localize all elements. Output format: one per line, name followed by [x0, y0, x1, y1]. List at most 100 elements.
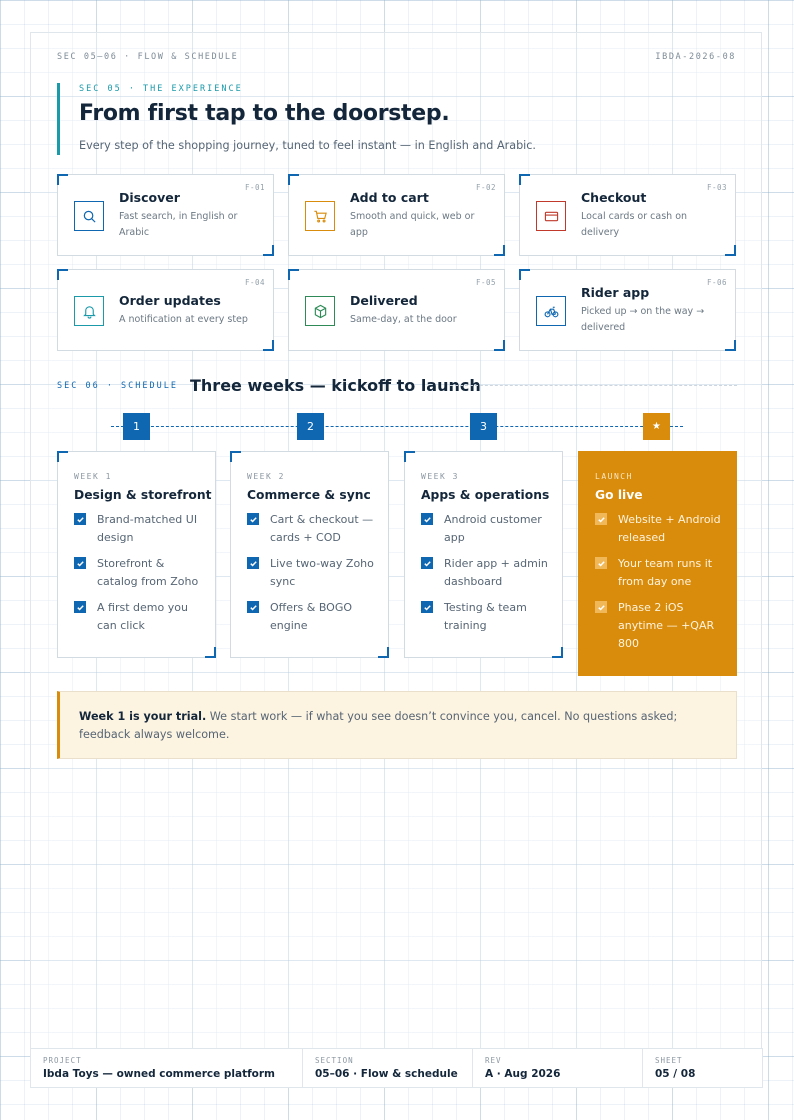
- week-label: WEEK 2: [247, 472, 285, 481]
- checklist-item: Your team runs it from day one: [595, 555, 736, 591]
- timeline-step-2: 2: [297, 413, 324, 440]
- footer-value: A · Aug 2026: [485, 1068, 561, 1080]
- feature-code: F-06: [706, 278, 727, 287]
- checkbox-icon: [74, 513, 86, 525]
- experience-kicker: SEC 05 · THE EXPERIENCE: [79, 84, 243, 94]
- checklist-item-text: Website + Android released: [618, 513, 721, 544]
- feature-desc: Same-day, at the door: [350, 313, 457, 325]
- package-icon: [305, 296, 335, 326]
- footer-value: Ibda Toys — owned commerce platform: [43, 1068, 275, 1080]
- feature-code: F-03: [706, 183, 727, 192]
- checklist-item-text: Live two-way Zoho sync: [270, 557, 374, 588]
- feature-card-order-updates: F-04 Order updates A notification at eve…: [57, 269, 274, 351]
- checklist-item-text: Testing & team training: [444, 601, 527, 632]
- footer-key: SECTION: [315, 1056, 354, 1065]
- footer-sheet: SHEET 05 / 08: [643, 1049, 762, 1087]
- checkbox-icon: [247, 557, 259, 569]
- checklist-item: Cart & checkout — cards + COD: [247, 511, 388, 547]
- bell-icon: [74, 296, 104, 326]
- week-label: LAUNCH: [595, 472, 633, 481]
- checkbox-icon: [595, 557, 607, 569]
- page-title: From first tap to the doorstep.: [79, 101, 450, 126]
- footer-value: 05 / 08: [655, 1068, 696, 1080]
- trial-note: Week 1 is your trial. We start work — if…: [57, 691, 737, 759]
- checklist-item-text: Storefront & catalog from Zoho: [97, 557, 199, 588]
- checkbox-icon: [595, 513, 607, 525]
- bike-icon: [536, 296, 566, 326]
- trial-note-lead: Week 1 is your trial.: [79, 710, 207, 723]
- feature-desc: A notification at every step: [119, 313, 248, 325]
- checkbox-icon: [421, 601, 433, 613]
- section-meta: SEC 05–06 · FLOW & SCHEDULE: [57, 52, 239, 62]
- experience-hero: SEC 05 · THE EXPERIENCE From first tap t…: [57, 83, 740, 155]
- week-card-3: WEEK 3 Apps & operations Android custome…: [404, 451, 563, 658]
- footer-section: SECTION 05–06 · Flow & schedule: [303, 1049, 473, 1087]
- week-card-2: WEEK 2 Commerce & sync Cart & checkout —…: [230, 451, 389, 658]
- checkbox-icon: [595, 601, 607, 613]
- schedule-divider: [450, 385, 737, 386]
- footer-rev: REV A · Aug 2026: [473, 1049, 643, 1087]
- week-title: Commerce & sync: [247, 488, 371, 502]
- footer-key: SHEET: [655, 1056, 683, 1065]
- cart-icon: [305, 201, 335, 231]
- feature-code: F-02: [475, 183, 496, 192]
- week-title: Design & storefront: [74, 488, 212, 502]
- checkbox-icon: [74, 557, 86, 569]
- checklist-item: Offers & BOGO engine: [247, 599, 388, 635]
- schedule-kicker: SEC 06 · SCHEDULE: [57, 381, 178, 391]
- checkbox-icon: [421, 557, 433, 569]
- timeline-step-1: 1: [123, 413, 150, 440]
- week-label: WEEK 1: [74, 472, 112, 481]
- search-icon: [74, 201, 104, 231]
- feature-card-discover: F-01 Discover Fast search, in English or…: [57, 174, 274, 256]
- schedule-title: Three weeks — kickoff to launch: [190, 376, 481, 395]
- checklist-item-text: Cart & checkout — cards + COD: [270, 513, 374, 544]
- title-block-footer: PROJECT Ibda Toys — owned commerce platf…: [30, 1048, 763, 1088]
- week-title: Apps & operations: [421, 488, 550, 502]
- checkbox-icon: [74, 601, 86, 613]
- timeline-step-launch: ★: [643, 413, 670, 440]
- checklist-item-text: Android customer app: [444, 513, 542, 544]
- timeline-line: [111, 426, 683, 427]
- week-title: Go live: [595, 488, 643, 502]
- trial-note-body: We start work — if what you see doesn’t …: [79, 710, 678, 741]
- checkbox-icon: [247, 601, 259, 613]
- feature-title: Discover: [119, 189, 180, 205]
- feature-code: F-05: [475, 278, 496, 287]
- feature-title: Rider app: [581, 284, 650, 300]
- feature-title: Add to cart: [350, 189, 429, 205]
- checklist-item: Live two-way Zoho sync: [247, 555, 388, 591]
- week-label: WEEK 3: [421, 472, 459, 481]
- checklist-item-text: Brand-matched UI design: [97, 513, 198, 544]
- launch-card: LAUNCH Go live Website + Android release…: [578, 451, 737, 676]
- checklist-item-text: Offers & BOGO engine: [270, 601, 353, 632]
- feature-title: Delivered: [350, 292, 418, 308]
- feature-card-add-to-cart: F-02 Add to cart Smooth and quick, web o…: [288, 174, 505, 256]
- footer-key: PROJECT: [43, 1056, 82, 1065]
- feature-desc: Local cards or cash on delivery: [581, 210, 688, 238]
- page-subtitle: Every step of the shopping journey, tune…: [79, 139, 536, 152]
- week-card-1: WEEK 1 Design & storefront Brand-matched…: [57, 451, 216, 658]
- checklist-item: Android customer app: [421, 511, 562, 547]
- credit-card-icon: [536, 201, 566, 231]
- checklist-item-text: Phase 2 iOS anytime — +QAR 800: [618, 601, 715, 650]
- checklist-item: Brand-matched UI design: [74, 511, 215, 547]
- checklist-item-text: Rider app + admin dashboard: [444, 557, 548, 588]
- feature-card-delivered: F-05 Delivered Same-day, at the door: [288, 269, 505, 351]
- feature-desc: Fast search, in English or Arabic: [119, 210, 238, 238]
- doc-code: IBDA-2026-08: [655, 52, 736, 62]
- checklist-item: Rider app + admin dashboard: [421, 555, 562, 591]
- footer-key: REV: [485, 1056, 502, 1065]
- feature-code: F-04: [244, 278, 265, 287]
- checklist-item-text: Your team runs it from day one: [618, 557, 713, 588]
- checklist-item: Phase 2 iOS anytime — +QAR 800: [595, 599, 736, 653]
- footer-value: 05–06 · Flow & schedule: [315, 1068, 458, 1080]
- feature-card-checkout: F-03 Checkout Local cards or cash on del…: [519, 174, 736, 256]
- checklist-item: Website + Android released: [595, 511, 736, 547]
- checkbox-icon: [421, 513, 433, 525]
- feature-desc: Smooth and quick, web or app: [350, 210, 475, 238]
- feature-title: Order updates: [119, 292, 221, 308]
- feature-desc: Picked up → on the way → delivered: [581, 305, 705, 333]
- checklist-item: Storefront & catalog from Zoho: [74, 555, 215, 591]
- checkbox-icon: [247, 513, 259, 525]
